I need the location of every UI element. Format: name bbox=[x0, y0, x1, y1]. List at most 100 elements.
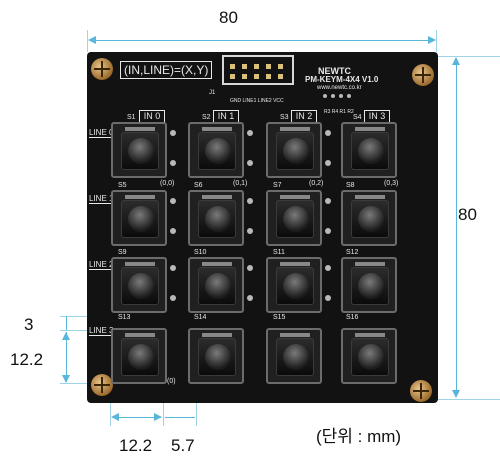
unit-label: (단위 : mm) bbox=[316, 427, 402, 446]
key-s5[interactable] bbox=[111, 190, 167, 246]
switch-label: S4 bbox=[353, 114, 362, 121]
switch-label: S15 bbox=[273, 314, 286, 321]
key-s12[interactable] bbox=[341, 257, 397, 313]
header-pin bbox=[266, 64, 271, 69]
dim-extension-bottom bbox=[430, 399, 500, 400]
solder-pad bbox=[325, 295, 331, 301]
key-s13[interactable] bbox=[111, 328, 167, 384]
switch-label: S13 bbox=[118, 314, 131, 321]
coord-label: (0,3) bbox=[384, 180, 399, 187]
header-pin bbox=[254, 64, 259, 69]
resistor-pad bbox=[339, 94, 343, 98]
resistor-pad bbox=[331, 94, 335, 98]
screw-top-right bbox=[412, 64, 434, 86]
switch-label: S11 bbox=[273, 249, 285, 256]
line-label-1: LINE 1 bbox=[89, 194, 114, 204]
dim-arrow-down bbox=[452, 390, 460, 398]
dim-ext-gap-top bbox=[60, 316, 100, 317]
dim-arrow-key-left bbox=[111, 413, 119, 421]
coord-label: (0,2) bbox=[309, 180, 324, 187]
dim-arrow-up bbox=[452, 57, 460, 65]
switch-label: S3 bbox=[280, 114, 289, 121]
dim-col-gap-label: 5.7 bbox=[171, 436, 195, 455]
header-connector-j1 bbox=[222, 55, 294, 85]
resistor-labels: R3 R4 R1 R2 bbox=[324, 109, 354, 115]
solder-pad bbox=[170, 198, 176, 204]
header-pin bbox=[230, 74, 235, 79]
pin-labels: GND LINE1 LINE2 VCC bbox=[230, 98, 284, 104]
dim-arrow-key-up bbox=[62, 332, 70, 340]
line-label-2: LINE 2 bbox=[89, 260, 114, 270]
key-s14[interactable] bbox=[188, 328, 244, 384]
key-s1[interactable] bbox=[111, 122, 167, 178]
switch-label: S1 bbox=[127, 114, 136, 121]
header-pin bbox=[278, 74, 283, 79]
keypad-board: (IN,LINE)=(X,Y) NEWTC PM-KEYM-4X4 V1.0 w… bbox=[87, 52, 438, 403]
key-s15[interactable] bbox=[266, 328, 322, 384]
switch-label: S6 bbox=[194, 182, 203, 189]
dim-ext-key-bottom bbox=[60, 383, 100, 384]
key-s16[interactable] bbox=[341, 328, 397, 384]
solder-pad bbox=[325, 130, 331, 136]
switch-label: S10 bbox=[194, 249, 207, 256]
header-pin bbox=[230, 64, 235, 69]
coord-label: (0,0) bbox=[160, 180, 175, 187]
dim-arrow-right bbox=[428, 36, 436, 44]
solder-pad bbox=[325, 228, 331, 234]
screw-bottom-right bbox=[410, 380, 432, 402]
dim-line-width bbox=[90, 40, 434, 41]
dim-ext-key-right bbox=[163, 392, 164, 426]
key-s8[interactable] bbox=[341, 190, 397, 246]
dim-line-key-height bbox=[66, 332, 67, 382]
key-s7[interactable] bbox=[266, 190, 322, 246]
resistor-pad bbox=[323, 94, 327, 98]
resistor-pad bbox=[347, 94, 351, 98]
solder-pad bbox=[247, 198, 253, 204]
dim-extension-right bbox=[436, 30, 437, 52]
solder-pad bbox=[325, 265, 331, 271]
key-s10[interactable] bbox=[188, 257, 244, 313]
coord-label: (0) bbox=[167, 378, 176, 385]
key-s3[interactable] bbox=[266, 122, 322, 178]
dim-line-gap bbox=[66, 316, 67, 330]
switch-label: S14 bbox=[194, 314, 207, 321]
dim-ext-gap-bottom bbox=[60, 330, 100, 331]
header-pin bbox=[278, 64, 283, 69]
switch-label: S8 bbox=[346, 182, 355, 189]
switch-label: S2 bbox=[202, 114, 211, 121]
header-pin bbox=[242, 74, 247, 79]
solder-pad bbox=[170, 228, 176, 234]
dim-line-col-gap bbox=[165, 417, 195, 418]
key-s6[interactable] bbox=[188, 190, 244, 246]
solder-pad bbox=[247, 295, 253, 301]
solder-pad bbox=[247, 228, 253, 234]
solder-pad bbox=[170, 265, 176, 271]
solder-pad bbox=[325, 198, 331, 204]
header-pin bbox=[254, 74, 259, 79]
screw-top-left bbox=[91, 58, 113, 80]
switch-label: S12 bbox=[346, 249, 359, 256]
key-s2[interactable] bbox=[188, 122, 244, 178]
solder-pad bbox=[247, 160, 253, 166]
dim-extension-top bbox=[430, 56, 500, 57]
solder-pad bbox=[170, 160, 176, 166]
solder-pad bbox=[170, 295, 176, 301]
key-s11[interactable] bbox=[266, 257, 322, 313]
solder-pad bbox=[247, 265, 253, 271]
dim-arrow-left bbox=[88, 36, 96, 44]
line-label-3: LINE 3 bbox=[89, 326, 114, 336]
key-s4[interactable] bbox=[341, 122, 397, 178]
dim-arrow-key-right bbox=[154, 413, 162, 421]
solder-pad bbox=[247, 130, 253, 136]
header-pin bbox=[266, 74, 271, 79]
switch-label: S7 bbox=[273, 182, 282, 189]
model-label: PM-KEYM-4X4 V1.0 bbox=[305, 75, 379, 84]
dim-key-height-label: 12.2 bbox=[10, 350, 44, 369]
key-s9[interactable] bbox=[111, 257, 167, 313]
dim-line-height bbox=[456, 60, 457, 396]
coord-label: (0,1) bbox=[233, 180, 248, 187]
formula-label: (IN,LINE)=(X,Y) bbox=[120, 61, 213, 79]
line-label-0: LINE 0 bbox=[89, 128, 114, 138]
dim-line-key-width bbox=[113, 417, 161, 418]
switch-label: S16 bbox=[346, 314, 359, 321]
